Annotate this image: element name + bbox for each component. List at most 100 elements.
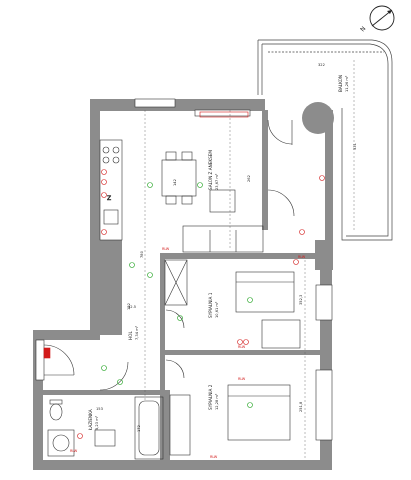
chair-4 <box>181 195 193 205</box>
dim-172: 172 <box>137 425 141 432</box>
light-points <box>101 182 253 408</box>
compass-arrow-head <box>387 10 392 14</box>
room-label-hol: HOL 7,34 m² <box>128 325 139 340</box>
balcony-outline <box>258 39 393 241</box>
light-point <box>247 297 253 303</box>
window-top-1 <box>134 98 176 108</box>
room-label-sypialnia-1: SYPIALNIA 1 10,61 m² <box>208 292 219 318</box>
wall-bottom <box>33 460 330 470</box>
door-bath-swing <box>99 361 129 391</box>
wall-left-lower <box>33 330 43 470</box>
door-bed2-swing <box>165 359 185 379</box>
light-point <box>129 262 135 268</box>
wall-bath-right <box>165 390 170 465</box>
hob-2 <box>112 146 120 154</box>
panel <box>43 347 51 359</box>
door-balcony-swing <box>267 189 295 217</box>
socket <box>243 339 249 345</box>
socket <box>101 169 107 175</box>
socket <box>319 175 325 181</box>
dim-531: 531 <box>353 143 357 150</box>
wall-hall-stub <box>262 110 268 230</box>
wall-right-mid <box>315 240 333 270</box>
bathtub-inner <box>138 400 160 456</box>
dim-262: 262 <box>247 175 251 182</box>
room-area: 10,61 m² <box>215 301 219 318</box>
toilet <box>49 403 63 421</box>
red-marks: RLW RLW RLW RLW RLW RLW <box>70 247 306 459</box>
red-mark: RLW <box>210 455 218 459</box>
socket <box>293 259 299 265</box>
bed-1 <box>235 271 295 313</box>
compass-arrow <box>371 9 393 27</box>
entrance-door <box>43 344 75 376</box>
light-point <box>147 182 153 188</box>
light-point <box>177 315 183 321</box>
red-mark: RLW <box>298 255 306 259</box>
dim-142: 142 <box>173 179 177 186</box>
room-name: SYPIALNIA 2 <box>208 384 213 410</box>
coffee-table <box>209 189 236 213</box>
red-mark: RLW <box>238 345 246 349</box>
dim-352: 352,3 <box>299 295 303 305</box>
light-point <box>101 365 107 371</box>
red-mark: RLW <box>238 377 246 381</box>
room-name: BALKON <box>338 75 343 92</box>
socket <box>237 339 243 345</box>
window-left <box>35 339 45 381</box>
windows <box>35 98 333 441</box>
dim-152: 152 <box>127 303 131 310</box>
sofa <box>182 225 264 253</box>
room-name: HOL <box>128 331 133 340</box>
balcony <box>257 39 393 241</box>
compass-label: N <box>359 25 367 33</box>
room-labels: SALON Z ANEKSEM 23,67 m² SYPIALNIA 1 10,… <box>88 75 349 431</box>
dimension-labels: 142 262 780 352,3 251,8 531 322 152 153 … <box>96 63 357 432</box>
socket <box>77 433 83 439</box>
dim-322: 322 <box>318 63 325 67</box>
socket <box>101 229 107 235</box>
wall-living-bedroom <box>160 253 315 259</box>
socket <box>101 192 107 198</box>
red-mark: RLW <box>162 247 170 251</box>
light-point <box>197 182 203 188</box>
sink <box>103 209 119 225</box>
wall-hall-bedroom <box>160 253 165 463</box>
dim-251: 251,8 <box>299 401 303 412</box>
living-furniture <box>161 119 295 253</box>
room-label-lazienka: ŁAZIENKA 5,23 m² <box>88 409 99 431</box>
room-area: 5,23 m² <box>95 415 99 430</box>
wall-bath-top <box>40 390 170 395</box>
socket <box>101 179 107 185</box>
wall-right-upper <box>325 110 333 240</box>
red-mark: RLW <box>70 449 78 453</box>
chair-3 <box>165 195 177 205</box>
bedroom-furniture <box>164 259 301 456</box>
window-right-2 <box>315 369 333 441</box>
washing-machine-drum <box>52 434 70 452</box>
balcony-inner <box>262 43 389 237</box>
room-name: SALON Z ANEKSEM <box>208 150 213 190</box>
walls <box>33 99 333 470</box>
dim-125: 12.5 <box>128 305 136 309</box>
compass-circle <box>369 5 395 31</box>
room-name: ŁAZIENKA <box>88 409 93 431</box>
dim-153: 153 <box>96 407 103 411</box>
socket <box>299 229 305 235</box>
room-area: 7,34 m² <box>135 325 139 340</box>
room-area: 23,67 m² <box>215 173 219 190</box>
compass: N <box>359 5 395 33</box>
wall-top <box>90 99 265 111</box>
room-area: 11,26 m² <box>345 75 349 92</box>
kitchen-counter: Z <box>99 139 123 241</box>
window-right-1 <box>315 284 333 321</box>
fridge-mark: Z <box>107 195 111 202</box>
door-bed1-swing <box>165 309 185 329</box>
counter <box>99 139 123 241</box>
window-heater <box>199 111 249 118</box>
wardrobe-1 <box>164 259 188 306</box>
wardrobe-2 <box>169 394 191 456</box>
dim-780: 780 <box>140 250 144 258</box>
hob-3 <box>102 156 110 164</box>
